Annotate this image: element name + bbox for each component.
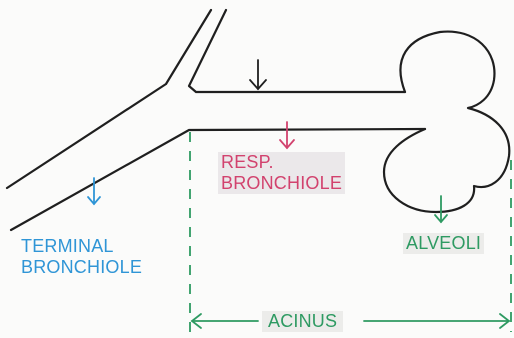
alveolar-sac-outline [384,32,509,212]
terminal-label-line-2: BRONCHIOLE [21,257,142,278]
resp-label-line-1: RESP. [221,152,342,173]
alveoli-arrow [435,196,447,222]
resp-bronchiole-arrow [280,122,294,148]
alveoli-label: ALVEOLI [403,233,484,254]
terminal-bronchiole-label: TERMINAL BRONCHIOLE [18,236,145,278]
acinus-label: ACINUS [262,311,343,332]
terminal-label-line-1: TERMINAL [21,236,142,257]
black-arrow [250,60,266,89]
resp-label-line-2: BRONCHIOLE [221,173,342,194]
upper-branch-outer-wall [7,10,211,188]
acinus-span-arrow [192,314,509,328]
upper-branch-inner-wall [189,10,405,92]
resp-bronchiole-label: RESP. BRONCHIOLE [218,152,345,194]
